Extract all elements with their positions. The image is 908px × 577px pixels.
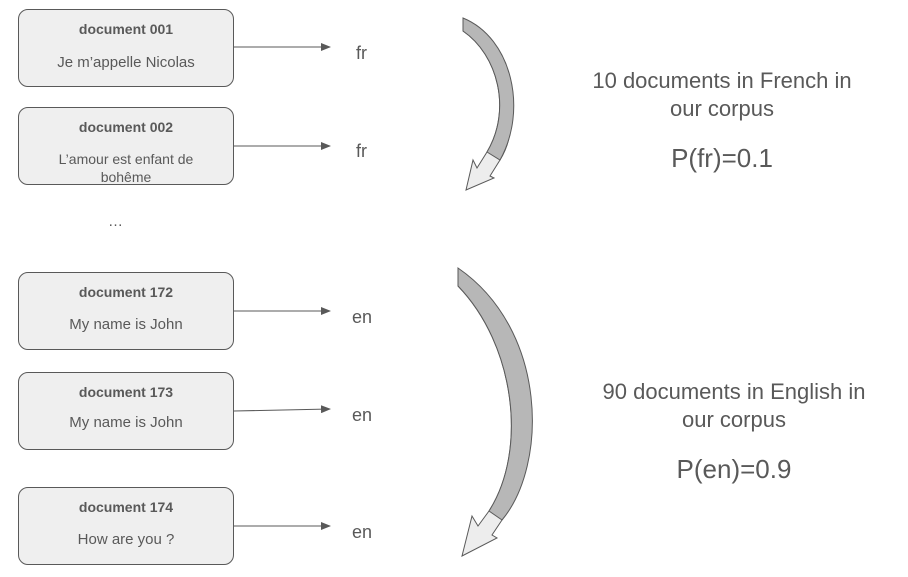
language-label: en	[352, 307, 373, 327]
summary-line: 90 documents in English in	[602, 379, 866, 404]
ellipsis: …	[108, 213, 123, 230]
curved-arrow-en	[457, 267, 533, 557]
document-box: document 002 L’amour est enfant de bohêm…	[18, 107, 234, 185]
summary-line: 10 documents in French in	[592, 68, 852, 93]
document-text: How are you ?	[77, 531, 175, 548]
summary-en: 90 documents in English in our corpus P(…	[584, 378, 884, 485]
document-title: document 002	[78, 119, 174, 135]
document-box: document 173 My name is John	[18, 372, 234, 450]
probability-label: P(en)=0.9	[676, 454, 792, 484]
probability-label: P(fr)=0.1	[671, 143, 773, 173]
language-label: en	[352, 405, 373, 425]
document-text: My name is John	[69, 316, 183, 333]
arrow-doc173-to-en	[233, 405, 331, 414]
curved-arrow-fr	[462, 17, 515, 191]
document-title: document 001	[78, 21, 174, 37]
summary-line: our corpus	[682, 407, 786, 432]
document-title: document 172	[78, 284, 174, 300]
document-box: document 001 Je m’appelle Nicolas	[18, 9, 234, 87]
document-text: L’amour est enfant de bohême	[58, 151, 194, 185]
document-title: document 173	[78, 384, 174, 400]
language-label: en	[352, 522, 373, 542]
language-label: fr	[356, 141, 367, 161]
document-text: Je m’appelle Nicolas	[57, 54, 195, 71]
language-label: fr	[356, 43, 367, 63]
document-text: My name is John	[69, 414, 183, 431]
document-box: document 174 How are you ?	[18, 487, 234, 565]
summary-line: our corpus	[670, 96, 774, 121]
document-box: document 172 My name is John	[18, 272, 234, 350]
summary-fr: 10 documents in French in our corpus P(f…	[572, 67, 872, 174]
document-title: document 174	[78, 499, 174, 515]
